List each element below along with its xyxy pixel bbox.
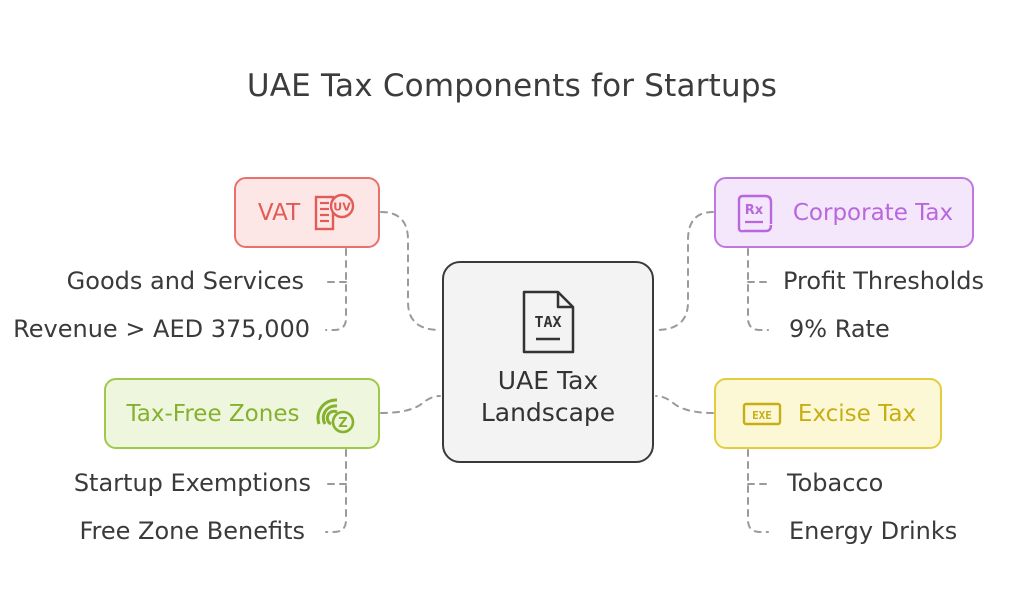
tax-free-zones-label: Tax-Free Zones bbox=[126, 400, 300, 427]
excise-item-energy-drinks: Energy Drinks bbox=[789, 517, 958, 545]
svg-text:TAX: TAX bbox=[534, 313, 561, 331]
corporate-tax-node: Rx Corporate Tax bbox=[714, 177, 974, 248]
prescription-document-icon: Rx bbox=[735, 191, 779, 235]
connector-taxfree-leaves bbox=[325, 449, 347, 533]
corporate-tax-label: Corporate Tax bbox=[792, 199, 954, 226]
uv-receipt-icon: UV bbox=[312, 191, 356, 235]
connector-corporate-leaves bbox=[747, 248, 769, 331]
center-node: TAX UAE Tax Landscape bbox=[442, 261, 654, 463]
wireless-z-badge-icon: Z bbox=[313, 392, 357, 436]
center-label-line2: Landscape bbox=[480, 398, 616, 427]
tax-free-zones-node: Tax-Free Zones Z bbox=[104, 378, 380, 449]
corporate-item-profit-thresholds: Profit Thresholds bbox=[783, 267, 985, 295]
tax-free-item-free-zone-benefits: Free Zone Benefits bbox=[79, 517, 305, 545]
svg-text:Rx: Rx bbox=[745, 203, 764, 218]
connector-excise-leaves bbox=[747, 449, 769, 533]
vat-node: VAT UV bbox=[234, 177, 380, 248]
tax-free-item-startup-exemptions: Startup Exemptions bbox=[73, 469, 311, 497]
diagram-title: UAE Tax Components for Startups bbox=[246, 68, 778, 104]
svg-text:Z: Z bbox=[339, 416, 348, 431]
center-label-line1: UAE Tax bbox=[497, 366, 599, 395]
excise-item-tobacco: Tobacco bbox=[787, 469, 884, 497]
excise-tax-node: EXE Excise Tax bbox=[714, 378, 942, 449]
connector-vat-leaves bbox=[325, 248, 347, 331]
vat-item-revenue-threshold: Revenue > AED 375,000 bbox=[13, 315, 310, 343]
excise-tax-label: Excise Tax bbox=[797, 400, 917, 427]
center-label: UAE Tax Landscape bbox=[481, 365, 615, 429]
exe-badge-icon: EXE bbox=[740, 392, 784, 436]
connector-taxfree-center bbox=[380, 395, 441, 414]
connector-vat-center bbox=[380, 211, 441, 331]
svg-text:EXE: EXE bbox=[752, 409, 772, 422]
vat-item-goods-services: Goods and Services bbox=[66, 267, 304, 295]
corporate-item-rate: 9% Rate bbox=[789, 315, 890, 343]
connector-excise-center bbox=[655, 395, 714, 414]
tax-document-icon: TAX bbox=[520, 289, 576, 355]
vat-label: VAT bbox=[257, 199, 301, 226]
connector-corporate-center bbox=[655, 211, 714, 331]
svg-text:UV: UV bbox=[333, 200, 351, 213]
